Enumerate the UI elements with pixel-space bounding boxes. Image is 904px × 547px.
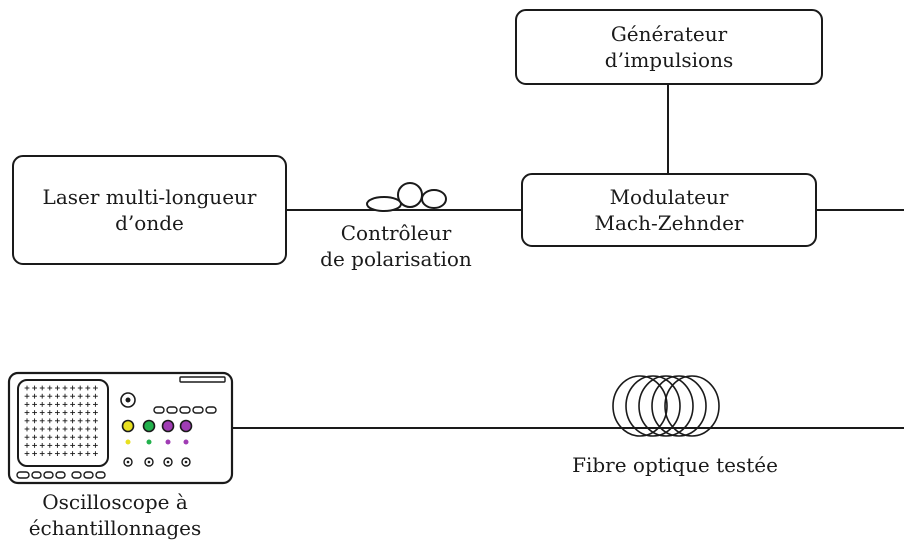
oscilloscope-icon xyxy=(7,371,234,485)
laser-line1: Laser multi-longueur xyxy=(42,185,257,209)
oscilloscope-label: Oscilloscope à échantillonnages xyxy=(0,486,230,544)
oscilloscope-screen xyxy=(17,379,109,467)
pulse-generator-line2: d’impulsions xyxy=(604,48,734,72)
oscilloscope-line2: échantillonnages xyxy=(28,516,202,540)
pulse-generator-line1: Générateur xyxy=(610,22,728,46)
polarization-controller-icon xyxy=(366,182,447,212)
fiber-label: Fibre optique testée xyxy=(572,453,778,477)
laser-line2: d’onde xyxy=(115,211,184,235)
polarization-controller-line1: Contrôleur xyxy=(340,221,452,245)
fiber-spool-icon xyxy=(612,375,720,437)
modulator-label: Modulateur Mach-Zehnder xyxy=(522,174,816,246)
oscilloscope-line1: Oscilloscope à xyxy=(42,490,188,514)
modulator-line2: Mach-Zehnder xyxy=(594,211,744,235)
laser-label: Laser multi-longueur d’onde xyxy=(13,156,286,264)
modulator-line1: Modulateur xyxy=(609,185,729,209)
polarization-controller-label: Contrôleur de polarisation xyxy=(300,216,492,276)
polarization-controller-line2: de polarisation xyxy=(320,247,472,271)
pulse-generator-label: Générateur d’impulsions xyxy=(516,10,822,84)
